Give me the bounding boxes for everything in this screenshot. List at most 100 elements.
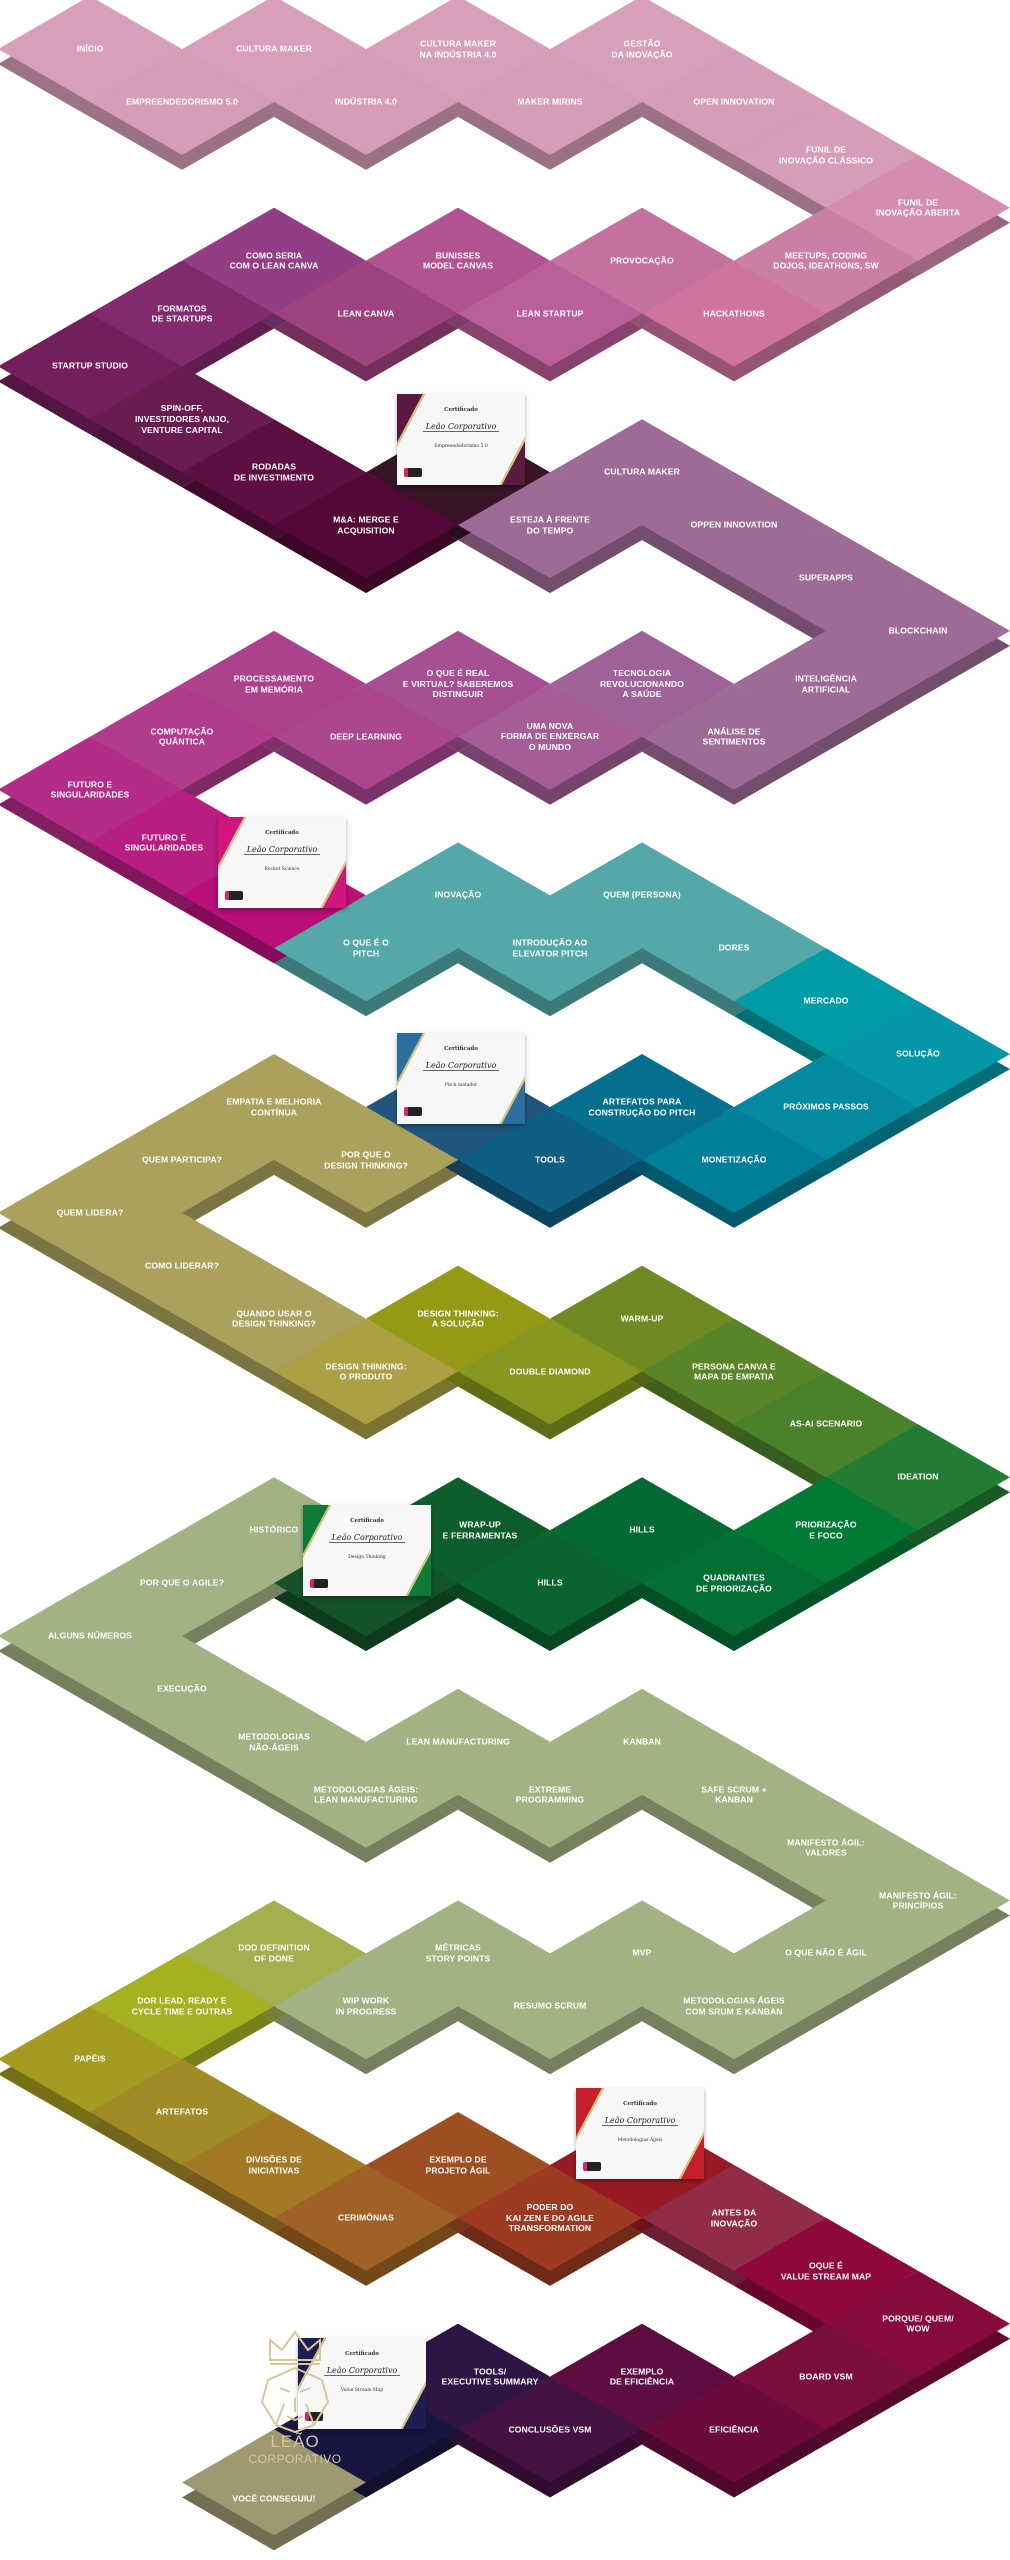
path-step-23[interactable]: ESTEJA À FRENTE DO TEMPO bbox=[458, 472, 642, 594]
step-label: DOD DEFINITION OF DONE bbox=[238, 1942, 310, 1964]
path-step-31[interactable]: UMA NOVA FORMA DE ENXERGAR O MUNDO bbox=[458, 683, 642, 805]
step-label: MONETIZAÇÃO bbox=[701, 1154, 767, 1165]
path-step-62[interactable]: PRIORIZAÇÃO E FOCO bbox=[734, 1477, 918, 1599]
step-label: DESIGN THINKING: O PRODUTO bbox=[325, 1360, 407, 1382]
path-step-46[interactable]: MONETIZAÇÃO bbox=[642, 1106, 826, 1228]
step-label: QUEM (PERSONA) bbox=[603, 890, 681, 901]
path-step-71[interactable]: METODOLOGIAS NÃO-ÁGEIS bbox=[182, 1688, 366, 1810]
path-step-12[interactable]: HACKATHONS bbox=[642, 260, 826, 382]
step-label: FUNIL DE INOVAÇÃO CLÁSSICO bbox=[778, 144, 874, 165]
path-step-74[interactable]: EXTREME PROGRAMMING bbox=[458, 1741, 642, 1863]
path-step-60[interactable]: AS-AI SCENARIO bbox=[734, 1371, 918, 1493]
certificate-brand: Leão Corporativo bbox=[576, 2116, 704, 2126]
path-step-54[interactable]: QUANDO USAR O DESIGN THINKING? bbox=[182, 1265, 366, 1387]
logo-line-2: CORPORATIVO bbox=[248, 2452, 342, 2466]
path-step-55[interactable]: DESIGN THINKING: O PRODUTO bbox=[274, 1318, 458, 1440]
path-step-1[interactable]: INÍCIO bbox=[0, 0, 182, 117]
step-label: UMA NOVA FORMA DE ENXERGAR O MUNDO bbox=[500, 720, 600, 753]
step-label: O QUE É O PITCH bbox=[343, 937, 389, 959]
path-step-2[interactable]: EMPREENDEDORISMO 5.0 bbox=[90, 48, 274, 170]
lion-crown-icon bbox=[260, 2330, 330, 2434]
path-step-16[interactable]: LEAN CANVA bbox=[274, 260, 458, 382]
certificate-logo-icon bbox=[310, 1579, 328, 1588]
path-step-80[interactable]: METODOLOGIAS ÁGEIS COM SRUM E KANBAN bbox=[642, 1953, 826, 2075]
path-step-8[interactable]: OPEN INNOVATION bbox=[642, 48, 826, 170]
step-label: COMO LIDERAR? bbox=[145, 1260, 219, 1271]
certificate-course: Rocket Science bbox=[264, 867, 300, 872]
certificate-course: Design Thinking bbox=[348, 1555, 386, 1560]
certificate-brand-text: Leão Corporativo bbox=[323, 2366, 401, 2376]
path-step-51[interactable]: QUEM PARTICIPA? bbox=[90, 1106, 274, 1228]
step-label: EMPREENDEDORISMO 5.0 bbox=[126, 96, 238, 107]
certificate-course: Metodologias Ágeis bbox=[617, 2138, 663, 2143]
path-step-20[interactable]: SPIN-OFF, INVESTIDORES ANJO, VENTURE CAP… bbox=[90, 366, 274, 488]
step-label: COMO SERIA COM O LEAN CANVA bbox=[229, 249, 319, 271]
step-label: TOOLS bbox=[535, 1154, 565, 1165]
certificate-heading: Certificado bbox=[345, 2351, 379, 2357]
step-label: OPEN INNOVATION bbox=[693, 96, 775, 107]
step-label: PORQUE/ QUEM/ WOW bbox=[882, 2312, 954, 2334]
step-label: DOR LEAD, READY E CYCLE TIME E OUTRAS bbox=[131, 1995, 233, 2017]
path-step-33[interactable]: DEEP LEARNING bbox=[274, 683, 458, 805]
step-label: STARTUP STUDIO bbox=[51, 361, 129, 372]
path-step-49[interactable]: POR QUE O DESIGN THINKING? bbox=[274, 1106, 458, 1228]
step-label: MANIFESTO ÁGIL: PRINCÍPIOS bbox=[879, 1889, 957, 1911]
path-step-72[interactable]: METODOLOGIAS ÁGEIS: LEAN MANUFACTURING bbox=[274, 1741, 458, 1863]
step-label: BLOCKCHAIN bbox=[888, 625, 948, 636]
step-label: OQUE É VALUE STREAM MAP bbox=[780, 2260, 872, 2281]
path-step-82[interactable]: RESUMO SCRUM bbox=[458, 1953, 642, 2075]
certificate-brand: Leão Corporativo bbox=[397, 422, 525, 432]
step-label: HILLS bbox=[537, 1577, 563, 1588]
step-label: POR QUE O DESIGN THINKING? bbox=[324, 1149, 408, 1170]
step-label: QUANDO USAR O DESIGN THINKING? bbox=[232, 1307, 316, 1329]
path-step-4[interactable]: INDÚSTRIA 4.0 bbox=[274, 48, 458, 170]
finish-tile[interactable]: VOCÊ CONSEGUIU! bbox=[182, 2429, 366, 2551]
path-step-6[interactable]: MAKER MIRINS bbox=[458, 48, 642, 170]
path-step-84[interactable]: WIP WORK IN PROGRESS bbox=[274, 1953, 458, 2075]
step-label: EXTREME PROGRAMMING bbox=[515, 1783, 585, 1805]
step-label: ARTEFATOS bbox=[155, 2106, 209, 2117]
path-step-18[interactable]: FORMATOS DE STARTUPS bbox=[90, 260, 274, 382]
step-label: INÍCIO bbox=[76, 43, 104, 54]
step-label: IDEATION bbox=[897, 1471, 939, 1482]
path-step-29[interactable]: ANÁLISE DE SENTIMENTOS bbox=[642, 683, 826, 805]
path-step-97[interactable]: EFICIÊNCIA bbox=[642, 2376, 826, 2498]
certificate-brand-text: Leão Corporativo bbox=[243, 845, 321, 855]
step-label: EXECUÇÃO bbox=[157, 1683, 207, 1694]
step-label: INTRODUÇÃO AO ELEVATOR PITCH bbox=[512, 937, 588, 959]
path-step-40[interactable]: INTRODUÇÃO AO ELEVATOR PITCH bbox=[458, 895, 642, 1017]
path-step-22[interactable]: M&A: MERGE E ACQUISITION bbox=[274, 472, 458, 594]
step-label: DIVISÕES DE INICIATIVAS bbox=[245, 2154, 303, 2175]
path-step-48[interactable]: TOOLS bbox=[458, 1106, 642, 1228]
step-label: METODOLOGIAS ÁGEIS: LEAN MANUFACTURING bbox=[313, 1783, 419, 1805]
certificate-brand: Leão Corporativo bbox=[218, 845, 346, 855]
step-label: DESIGN THINKING: A SOLUÇÃO bbox=[417, 1307, 499, 1329]
path-step-44[interactable]: SOLUÇÃO bbox=[826, 1001, 1010, 1123]
path-step-90[interactable]: CERIMÔNIAS bbox=[274, 2164, 458, 2286]
path-step-14[interactable]: LEAN STARTUP bbox=[458, 260, 642, 382]
step-label: POR QUE O AGILE? bbox=[140, 1577, 224, 1588]
step-label: INOVAÇÃO bbox=[434, 890, 482, 901]
step-label: BOARD VSM bbox=[799, 2371, 853, 2382]
step-label: LEAN MANUFACTURING bbox=[406, 1736, 510, 1747]
step-label: BUNISSES MODEL CANVAS bbox=[422, 249, 494, 271]
step-label: EXEMPLO DE EFICIÊNCIA bbox=[609, 2365, 675, 2387]
path-step-69[interactable]: ALGUNS NÚMEROS bbox=[0, 1583, 182, 1704]
path-step-38[interactable]: O QUE É O PITCH bbox=[274, 895, 458, 1017]
path-step-92[interactable]: PODER DO KAI ZEN E DO AGILE TRANSFORMATI… bbox=[458, 2164, 642, 2286]
step-label: PRÓXIMOS PASSOS bbox=[783, 1101, 869, 1112]
certificate-heading: Certificado bbox=[444, 1046, 478, 1052]
path-step-63[interactable]: QUADRANTES DE PRIORIZAÇÃO bbox=[642, 1530, 826, 1652]
path-step-24[interactable]: CULTURA MAKER bbox=[550, 419, 734, 541]
path-step-65[interactable]: HILLS bbox=[458, 1530, 642, 1652]
step-label: TOOLS/ EXECUTIVE SUMMARY bbox=[441, 2365, 539, 2387]
path-step-57[interactable]: DOUBLE DIAMOND bbox=[458, 1318, 642, 1440]
step-label: SPIN-OFF, INVESTIDORES ANJO, VENTURE CAP… bbox=[134, 403, 230, 435]
path-step-99[interactable]: CONCLUSÕES VSM bbox=[458, 2376, 642, 2498]
